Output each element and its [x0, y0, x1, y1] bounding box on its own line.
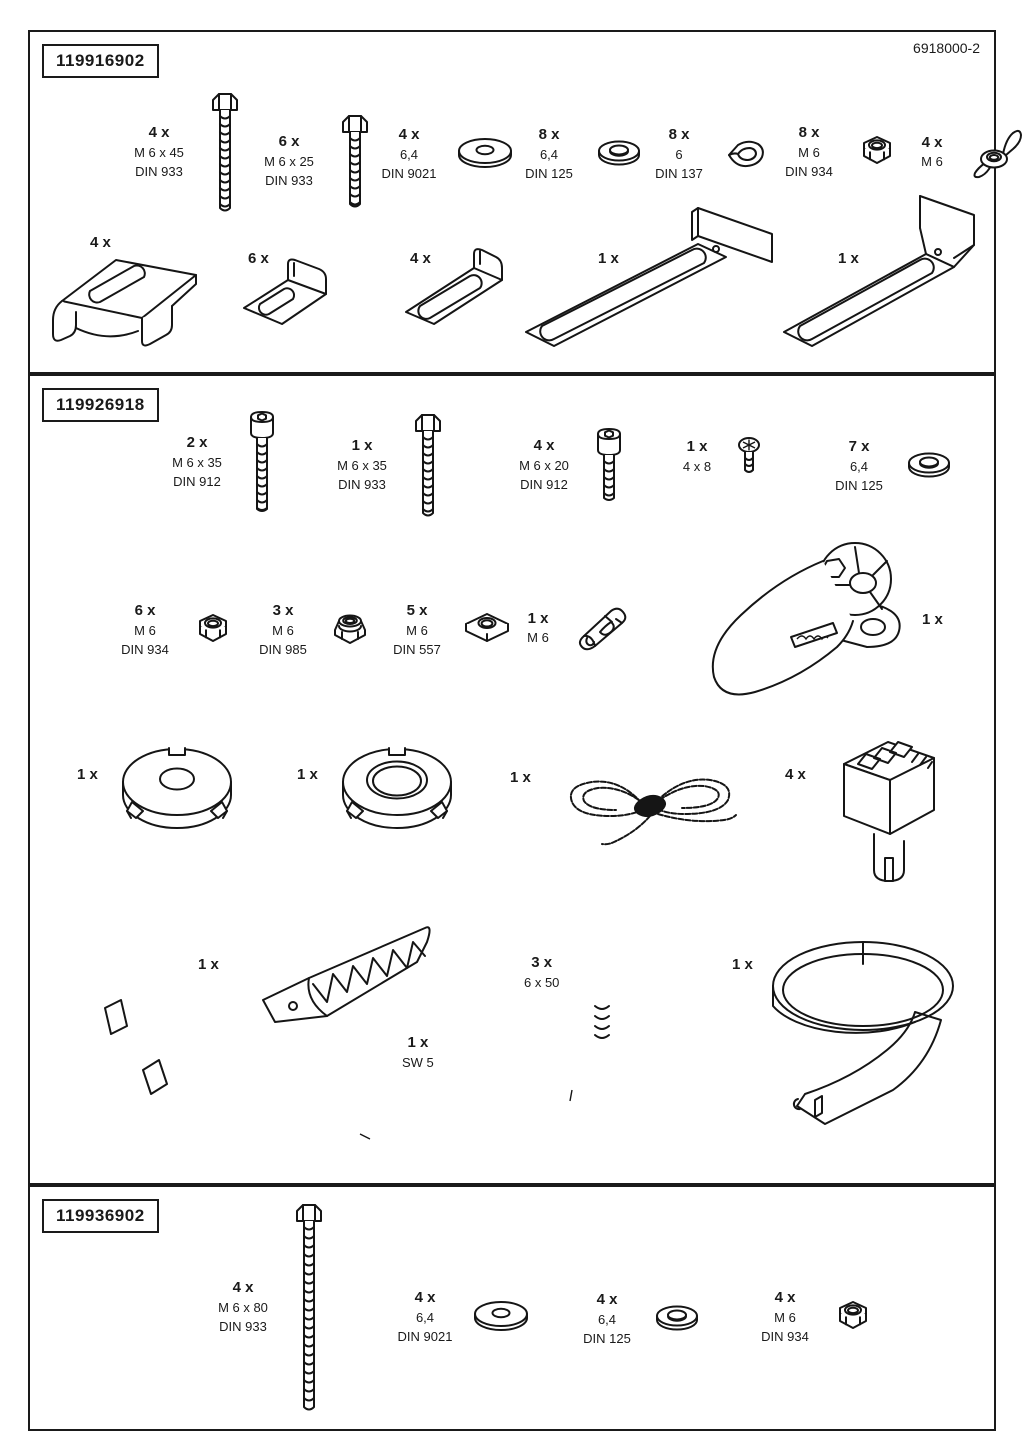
hex-bolt-icon: [409, 411, 447, 519]
angle-bracket-icon: [243, 258, 327, 325]
part-label: 4 x M 6 x 20 DIN 912: [519, 437, 569, 492]
part-label: 4 x 6,4 DIN 9021: [397, 1289, 453, 1344]
square-nut-icon: [465, 612, 509, 642]
wrench-tool-icon: [711, 542, 901, 696]
slotted-disc-small-bore-icon: [122, 747, 232, 829]
part-washer-din9021: 4 x 6,4 DIN 9021: [388, 1287, 530, 1346]
section-1-part-number: 119916902: [42, 44, 159, 78]
lock-nut-icon: [334, 614, 366, 644]
hex-nut-icon: [832, 1299, 874, 1335]
hex-nut-icon: [192, 612, 234, 648]
part-washer-din9021: 4 x 6,4 DIN 9021: [372, 124, 514, 183]
part-label: 4 x 6,4 DIN 125: [583, 1291, 631, 1346]
large-washer-icon: [472, 1300, 530, 1334]
part-label: 8 x 6 DIN 137: [655, 126, 703, 181]
part-label: 1 x: [510, 769, 531, 786]
slotted-disc-large-bore-icon: [342, 747, 452, 829]
part-label: 4 x: [410, 250, 431, 267]
part-wing-nut-m6: 4 x M 6: [908, 126, 1024, 179]
section-1-box: 119916902 6918000-2 4 x M 6 x 45 DIN 933…: [28, 30, 1022, 374]
brand-logo: [796, 635, 829, 641]
washer-icon: [654, 1304, 700, 1334]
part-label: 8 x 6,4 DIN 125: [525, 126, 573, 181]
part-bolt-m6x35: 1 x M 6 x 35 DIN 933: [325, 411, 447, 519]
l-slotted-bracket-icon: [783, 195, 975, 347]
part-label: 4 x M 6 x 80 DIN 933: [218, 1279, 268, 1334]
part-bolt-m6x80: 4 x M 6 x 80 DIN 933: [206, 1201, 328, 1413]
part-label: 4 x M 6 DIN 934: [761, 1289, 809, 1344]
section-2-box: 119926918 2 x M 6 x 35 DIN 912 1 x M 6 x…: [28, 374, 996, 1185]
document-number: 6918000-2: [913, 40, 980, 56]
strap-icon: [772, 941, 954, 1125]
cord-icon: [570, 778, 737, 846]
part-label: 1 x: [77, 766, 98, 783]
section-3-part-number: 119936902: [42, 1199, 159, 1233]
part-hexnut-din934: 4 x M 6 DIN 934: [748, 1287, 874, 1346]
part-label: 1 x: [198, 956, 219, 973]
bridge-bracket-icon: [52, 259, 197, 347]
part-label: 6 x M 6 x 25 DIN 933: [264, 133, 314, 188]
part-wave-washer-din137: 8 x 6 DIN 137: [642, 124, 768, 183]
part-label: 1 x: [732, 956, 753, 973]
hex-bolt-icon: [290, 1201, 328, 1413]
part-label: 4 x M 6 x 45 DIN 933: [134, 124, 184, 179]
part-label: 1 x: [297, 766, 318, 783]
part-washer-din125: 8 x 6,4 DIN 125: [512, 124, 642, 183]
part-label: 1 x: [838, 250, 859, 267]
part-spring-clip-m6: 1 x M 6: [514, 602, 636, 654]
part-label: 3 x M 6 DIN 985: [259, 602, 307, 657]
part-label: 1 x M 6 x 35 DIN 933: [337, 437, 387, 492]
clamp-tool-icon: [104, 926, 431, 1095]
allen-key-icon: [359, 1061, 581, 1145]
part-socket-screw-m6x35: 2 x M 6 x 35 DIN 912: [160, 409, 280, 515]
socket-screw-icon: [244, 409, 280, 515]
part-washer-din125: 4 x 6,4 DIN 125: [570, 1289, 700, 1348]
pan-head-screw-icon: [738, 437, 760, 474]
part-hexnut-din934: 6 x M 6 DIN 934: [108, 600, 234, 659]
part-hexnut-din934: 8 x M 6 DIN 934: [772, 122, 898, 181]
part-bolt-m6x45: 4 x M 6 x 45 DIN 933: [122, 90, 244, 214]
expansion-plug-icon: [843, 741, 935, 882]
part-label: 1 x: [598, 250, 619, 267]
part-locknut-din985: 3 x M 6 DIN 985: [246, 600, 370, 659]
wave-washer-icon: [728, 140, 764, 167]
part-label: 6 x M 6 DIN 934: [121, 602, 169, 657]
part-socket-screw-m6x20: 4 x M 6 x 20 DIN 912: [507, 426, 627, 504]
wing-nut-icon: [973, 129, 1022, 179]
part-label: 8 x M 6 DIN 934: [785, 124, 833, 179]
part-label: 4 x 6,4 DIN 9021: [381, 126, 437, 181]
hex-bolt-icon: [336, 112, 374, 210]
section-2-part-number: 119926918: [42, 388, 159, 422]
spring-clip-icon: [578, 607, 627, 651]
part-label: 4 x M 6: [921, 133, 943, 170]
part-label: 1 x 4 x 8: [682, 438, 712, 474]
large-washer-icon: [456, 137, 514, 171]
part-label: 2 x M 6 x 35 DIN 912: [172, 434, 222, 489]
part-label: 4 x: [785, 766, 806, 783]
washer-icon: [906, 451, 952, 481]
part-squarenut-din557: 5 x M 6 DIN 557: [380, 600, 510, 659]
part-label: 5 x M 6 DIN 557: [393, 602, 441, 657]
part-label: 1 x M 6: [527, 609, 549, 646]
t-slotted-bracket-icon: [525, 207, 773, 347]
part-label: 1 x SW 5: [402, 1034, 434, 1070]
hook-icon: [592, 913, 634, 1044]
part-label: 6 x: [248, 250, 269, 267]
hex-bolt-icon: [206, 90, 244, 214]
part-washer-din125: 7 x 6,4 DIN 125: [822, 436, 952, 495]
part-bolt-m6x25: 6 x M 6 x 25 DIN 933: [252, 112, 374, 210]
washer-icon: [596, 139, 642, 169]
section-3-box: 119936902 4 x M 6 x 80 DIN 933 4 x 6,4 D…: [28, 1185, 996, 1431]
flat-slotted-bracket-icon: [405, 248, 503, 325]
part-label: 1 x: [922, 611, 943, 628]
part-label: 7 x 6,4 DIN 125: [835, 438, 883, 493]
socket-screw-icon: [591, 426, 627, 504]
part-label: 3 x 6 x 50: [524, 954, 560, 990]
part-label: 4 x: [90, 234, 111, 251]
hex-nut-icon: [856, 134, 898, 170]
part-screw-4x8: 1 x 4 x 8: [668, 436, 762, 477]
